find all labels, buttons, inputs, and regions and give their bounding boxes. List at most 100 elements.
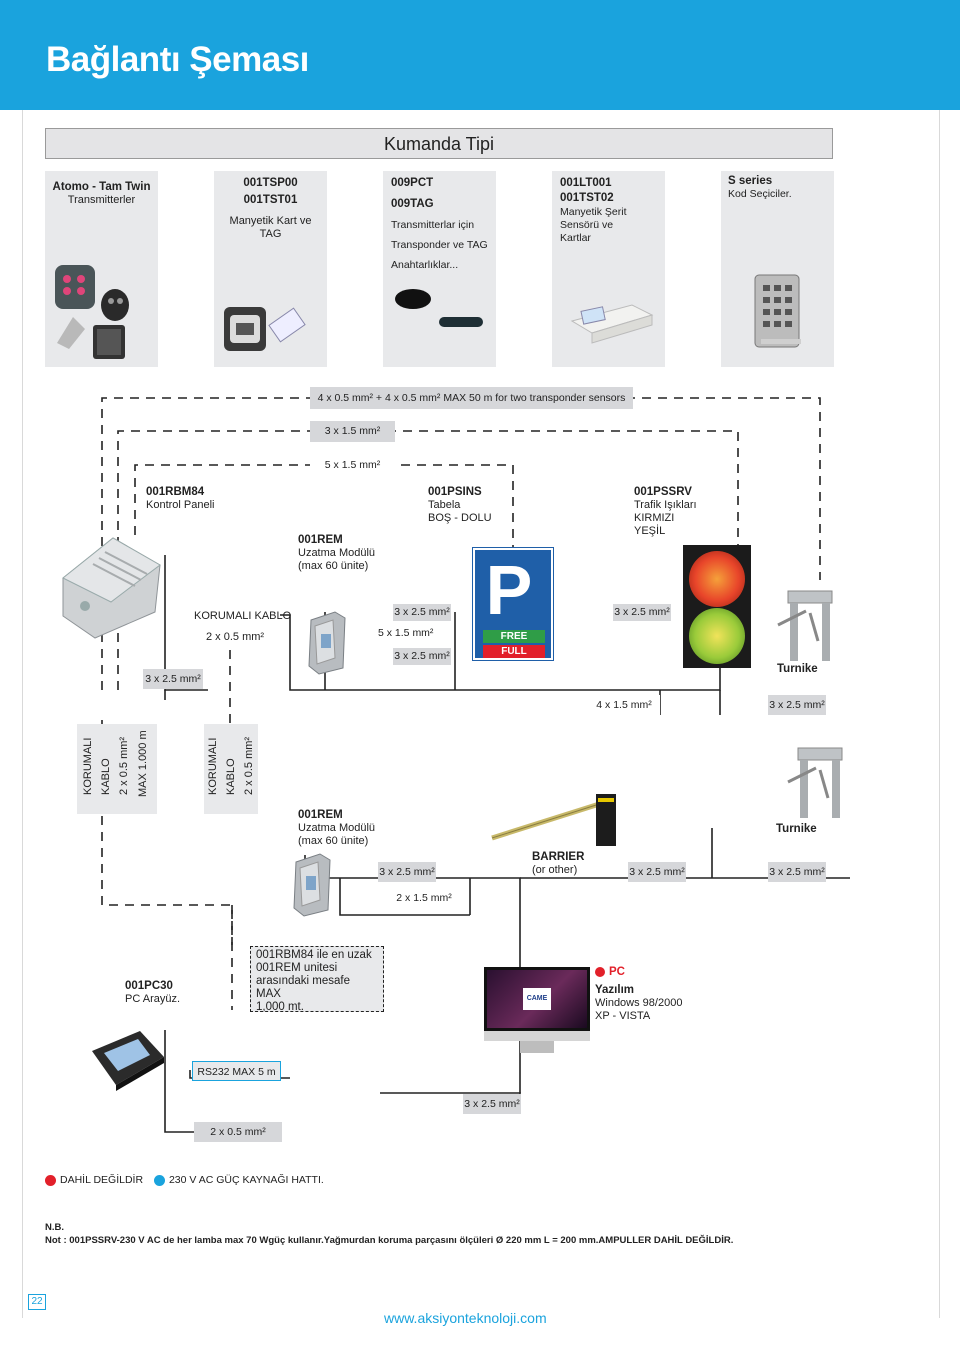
cable-label-c1: 4 x 0.5 mm² + 4 x 0.5 mm² MAX 50 m for t…	[310, 387, 633, 409]
psins-line1: Tabela	[428, 499, 461, 511]
turnike-2-text: Turnike	[776, 823, 817, 835]
vlabel-1-line3: 2 x 0.5 mm²	[118, 736, 130, 795]
cable-label-c12: 3 x 2.5 mm²	[768, 862, 826, 882]
rbm84-label: 001RBM84 Kontrol Paneli	[146, 486, 215, 512]
card-lt001-line2: Sensörü ve	[560, 219, 614, 231]
card-009pct: 009PCT 009TAG Transmitterlar için Transp…	[383, 171, 496, 367]
legend-red-label: DAHİL DEĞİLDİR	[60, 1174, 144, 1186]
pc-soft-line1: Windows 98/2000	[595, 997, 683, 1009]
rem1-title: 001REM	[298, 534, 343, 546]
traffic-light	[683, 545, 751, 668]
korumali-size: 2 x 0.5 mm²	[206, 631, 265, 643]
parking-sign-letter: P	[485, 551, 533, 629]
card-009pct-title2: 009TAG	[391, 198, 434, 210]
footnote: N.B. Not : 001PSSRV-230 V AC de her lamb…	[45, 1221, 733, 1247]
note-line4: 1,000 mt.	[256, 1001, 304, 1013]
monitor-screen: CAME	[484, 967, 590, 1031]
card-lt001-line3: Kartlar	[560, 232, 591, 244]
sign-free: FREE	[483, 630, 545, 643]
card-009pct-line1: Transmitterlar için	[391, 219, 475, 231]
cable-label-c10: 3 x 2.5 mm²	[378, 862, 436, 882]
korumali-label: KORUMALI KABLO 2 x 0.5 mm²	[194, 610, 291, 644]
kumanda-tipi-heading: Kumanda Tipi	[45, 128, 833, 159]
vlabel-1-line2: KABLO	[100, 758, 112, 795]
turnike-label-2: Turnike	[776, 823, 817, 836]
legend-red-dot-icon	[45, 1174, 56, 1186]
barrier-title: BARRIER	[532, 851, 585, 863]
legend-blue-label: 230 V AC GÜÇ KAYNAĞI HATTI.	[168, 1174, 324, 1186]
parking-sign: P FREE FULL	[472, 547, 554, 661]
pc30-label: 001PC30 PC Arayüz.	[125, 980, 180, 1006]
psins-line2: BOŞ - DOLU	[428, 512, 492, 524]
swipe-reader-image	[570, 304, 654, 344]
korumali-text: KORUMALI KABLO	[194, 610, 292, 622]
cable-label-c9: 3 x 2.5 mm²	[768, 695, 826, 715]
line-pc30	[164, 1030, 196, 1133]
cable-label-c15: 3 x 2.5 mm²	[463, 1094, 521, 1114]
cable-label-c4: 3 x 2.5 mm²	[143, 669, 203, 689]
card-009pct-line3: Anahtarlıklar...	[391, 259, 459, 271]
pc-soft-title: Yazılım	[595, 984, 634, 996]
cable-label-c7: 3 x 2.5 mm²	[613, 604, 671, 621]
monitor-logo: CAME	[523, 988, 551, 1010]
turnstile-image-2	[787, 747, 843, 818]
red-dot-icon	[595, 966, 605, 977]
cable-label-c6: 3 x 2.5 mm²	[393, 648, 451, 665]
tag-image	[395, 289, 483, 327]
legend: DAHİL DEĞİLDİR 230 V AC GÜÇ KAYNAĞI HATT…	[45, 1174, 324, 1186]
distance-note: 001RBM84 ile en uzak 001REM unitesi aras…	[250, 946, 384, 1013]
rem2-title: 001REM	[298, 809, 343, 821]
transmitters-image	[55, 265, 129, 359]
legend-blue-dot-icon	[153, 1174, 165, 1186]
extension-module-image-1	[308, 611, 346, 675]
card-tsp00: 001TSP00 001TST01 Manyetik Kart ve TAG	[214, 171, 327, 367]
card-tsp00-line2: TAG	[259, 228, 282, 240]
pssrv-label: 001PSSRV Trafik Işıkları KIRMIZI YEŞİL	[634, 486, 697, 538]
vlabel-2-line2: KABLO	[225, 758, 237, 795]
website-link[interactable]: www.aksiyonteknoloji.com	[384, 1310, 547, 1326]
card-tsp00-line1: Manyetik Kart ve	[229, 215, 312, 227]
pc-red-title: PC	[595, 966, 682, 979]
cable-label-c16: 2 x 0.5 mm²	[194, 1122, 282, 1142]
vertical-box-1	[77, 724, 157, 814]
monitor-stand	[520, 1041, 554, 1053]
turnstile-image-1	[777, 590, 833, 661]
psins-title: 001PSINS	[428, 486, 482, 498]
cable-label-c8: 4 x 1.5 mm²	[588, 695, 660, 715]
pssrv-line1: Trafik Işıkları	[634, 499, 697, 511]
cable-label-c13: 2 x 1.5 mm²	[383, 888, 465, 908]
card-009pct-line2: Transponder ve TAG	[391, 239, 488, 251]
note-line2: 001REM unitesi	[256, 962, 338, 974]
footnote-text: Not : 001PSSRV-230 V AC de her lamba max…	[45, 1235, 734, 1246]
card-lt001-title: 001LT001	[560, 177, 612, 189]
dashed-cable-outer	[101, 397, 821, 690]
page-header: Bağlantı Şeması	[0, 0, 960, 110]
rem2-line2: (max 60 ünite)	[298, 835, 369, 847]
card-s-series-sub: Kod Seçiciler.	[728, 188, 792, 200]
vlabel-1-line4: MAX 1.000 m	[137, 730, 149, 797]
monitor-chin	[484, 1031, 590, 1041]
control-panel-image	[62, 537, 161, 639]
sign-full: FULL	[483, 645, 545, 658]
card-s-series: S series Kod Seçiciler.	[721, 171, 834, 367]
content-frame	[22, 110, 940, 1318]
green-lamp	[689, 608, 745, 664]
card-reader-image	[224, 307, 306, 351]
pssrv-line3: YEŞİL	[634, 525, 666, 537]
turnike-label-1: Turnike	[777, 663, 818, 676]
keypad-image	[754, 274, 801, 348]
card-009pct-title: 009PCT	[391, 177, 434, 189]
card-atomo-sub: Transmitterler	[67, 194, 136, 206]
rem2-line1: Uzatma Modülü	[298, 822, 376, 834]
cable-label-c5: 3 x 2.5 mm²	[393, 604, 451, 621]
rem1-line2: (max 60 ünite)	[298, 560, 369, 572]
page-number: 22	[28, 1294, 46, 1310]
rbm84-title: 001RBM84	[146, 486, 205, 498]
pc30-title: 001PC30	[125, 980, 173, 992]
pssrv-title: 001PSSRV	[634, 486, 692, 498]
cable-label-c11: 3 x 2.5 mm²	[628, 862, 686, 882]
extension-module-image-2	[293, 853, 331, 917]
barrier-label: BARRIER (or other)	[532, 851, 584, 877]
cable-label-c3: 5 x 1.5 mm²	[310, 455, 395, 476]
pc30-sub: PC Arayüz.	[125, 993, 181, 1005]
